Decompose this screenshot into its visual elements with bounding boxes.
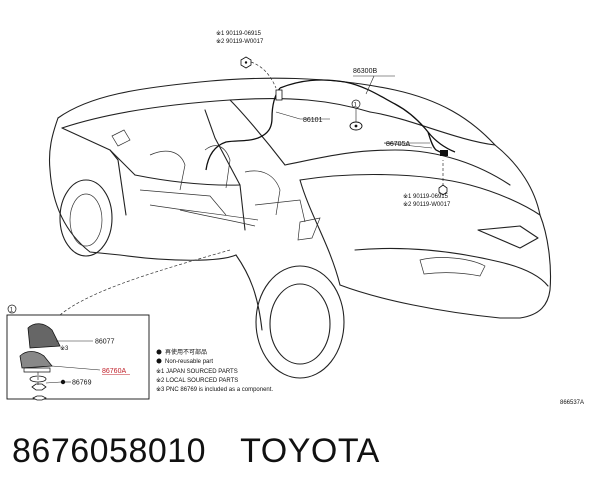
legend-non-reusable-en: Non-reusable part [165,359,213,365]
antenna-cable-label: 86101 [303,117,323,124]
parts-diagram: ※1 90119-06915 ※2 90119-W0017 86300B 861… [6,30,584,406]
detail-qty-note: ※3 [60,345,69,352]
detail-antenna-cover-label: 86077 [95,339,115,346]
bolt-top-label-1: ※1 90119-06915 [216,30,262,37]
connector-part-label: 86705A [386,141,410,148]
footer-brand: TOYOTA [240,432,380,470]
legend-note-2: ※2 LOCAL SOURCED PARTS [156,377,238,384]
callout-leaders [275,75,433,149]
bolt-top [240,56,277,89]
antenna-detail-box: 1 86077 ※3 86760A 86769 [6,304,150,401]
bolt-rear [438,160,448,196]
footer-part-number: 8676058010 [12,432,207,470]
nut-shape [31,383,47,391]
detail-leader-line [59,249,231,316]
roof-marker-label: 1 [354,103,358,109]
antenna-cover-shape [27,323,61,349]
detail-antenna-assy-label: 86760A [102,368,126,375]
callout-labels: ※1 90119-06915 ※2 90119-W0017 86300B 861… [216,30,584,406]
drawing-code: 866537A [560,400,584,406]
legend: 再使用不可部品 Non-reusable part ※1 JAPAN SOURC… [156,348,273,393]
harness-part-label: 86300B [353,68,377,75]
detail-marker-label: 1 [10,307,14,313]
bolt-rear-label-2: ※2 90119-W0017 [403,201,451,208]
legend-note-3: ※3 PNC 86769 is included as a component. [156,386,273,393]
detail-nut-label: 86769 [72,380,92,387]
legend-note-1: ※1 JAPAN SOURCED PARTS [156,368,238,375]
antenna-body-shape [19,351,53,369]
roof-antenna-base [349,121,363,131]
footer-caption: 8676058010 TOYOTA [12,432,380,471]
legend-non-reusable-jp: 再使用不可部品 [165,348,207,356]
bolt-rear-label-1: ※1 90119-06915 [403,193,449,200]
antenna-harness [205,79,456,171]
car-illustration [48,77,552,379]
bolt-top-label-2: ※2 90119-W0017 [216,38,264,45]
